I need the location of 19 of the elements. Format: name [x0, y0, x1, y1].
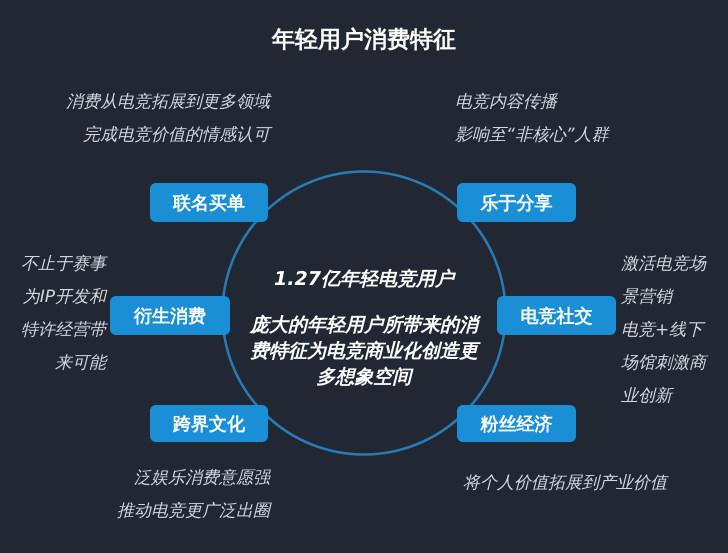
- note-text: 不止于赛事为IP开发和特许经营带来可能: [20, 253, 106, 375]
- note-text: 影响至“非核心”人群: [455, 124, 611, 147]
- note-text: 激活电竞场景营销: [621, 253, 708, 309]
- note-text: 完成电竞价值的情感认可: [0, 119, 270, 152]
- note-text: 电竞内容传播: [455, 91, 559, 114]
- label-box: 粉丝经济: [457, 405, 576, 442]
- label-box: 电竞社交: [497, 296, 616, 335]
- note-text: 电竞+线下场馆刺激商业创新: [621, 314, 719, 413]
- headline: 1.27亿年轻电竞用户: [273, 267, 457, 292]
- label-box: 跨界文化: [150, 405, 268, 442]
- note-text: 泛娱乐消费意愿强: [133, 467, 270, 490]
- note-text: 将个人价值拓展到产业价值: [463, 472, 670, 495]
- note-text: 推动电竞更广泛出圈: [116, 500, 270, 523]
- description: 庞大的年轻用户所带来的消费特征为电竞商业化创造更多想象空间: [249, 312, 479, 390]
- label-box: 联名买单: [150, 183, 268, 222]
- title: 年轻用户消费特征: [270, 26, 457, 55]
- label-box: 乐于分享: [457, 183, 576, 222]
- label-box: 衍生消费: [110, 296, 230, 335]
- note-text: 消费从电竞拓展到更多领域: [65, 91, 270, 114]
